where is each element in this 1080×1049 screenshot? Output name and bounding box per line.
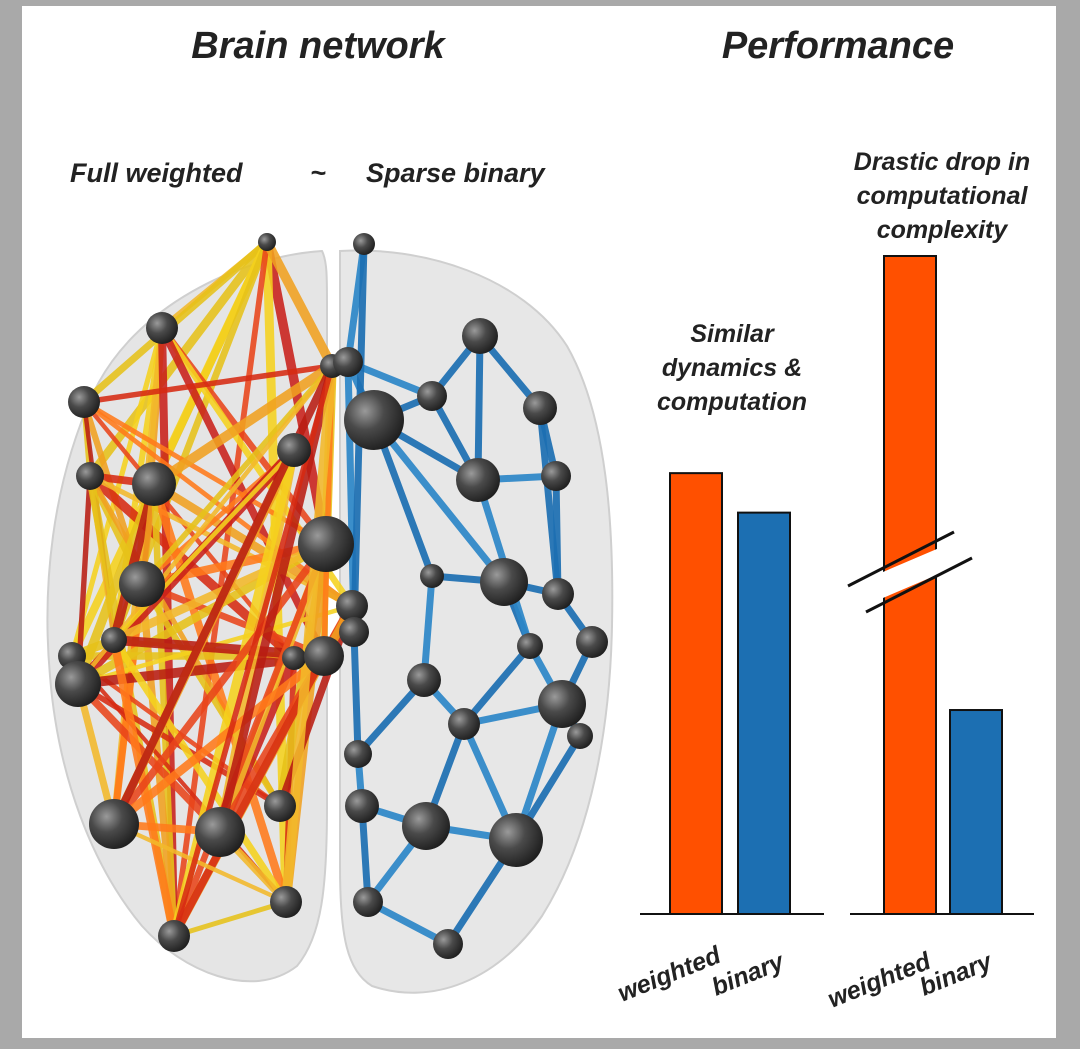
- binary-edge: [460, 642, 534, 728]
- network-node: [344, 740, 372, 768]
- network-node: [89, 799, 139, 849]
- weighted-edge: [276, 602, 356, 810]
- bar-binary-similar: [737, 511, 791, 915]
- weighted-edge: [81, 363, 335, 405]
- network-node: [333, 347, 363, 377]
- network-node: [345, 789, 379, 823]
- weighted-edge: [110, 540, 330, 828]
- weighted-edge: [111, 447, 297, 643]
- network-node: [538, 680, 586, 728]
- network-node: [420, 564, 444, 588]
- bar-binary-drastic: [949, 709, 1003, 916]
- annotation-similar-line2: dynamics &: [662, 354, 802, 382]
- weighted-edge: [262, 237, 337, 371]
- panel-similar: Similar dynamics & computation weighted …: [614, 320, 824, 1008]
- brain-network-title: Brain network: [191, 25, 446, 67]
- annotation-similar-line3: computation: [657, 388, 807, 416]
- network-node: [402, 802, 450, 850]
- weighted-edge: [109, 651, 329, 829]
- similarity-tilde: ~: [310, 158, 326, 188]
- performance-chart: Similar dynamics & computation weighted …: [614, 148, 1034, 1014]
- network-node: [523, 391, 557, 425]
- network-node: [456, 458, 500, 502]
- network-node: [132, 462, 176, 506]
- network-node: [101, 627, 127, 653]
- network-node: [433, 929, 463, 959]
- network-node: [339, 617, 369, 647]
- annotation-drastic-line2: computational: [857, 182, 1029, 210]
- bar-weighted-similar: [669, 472, 723, 915]
- binary-edge: [474, 332, 484, 484]
- network-node: [304, 636, 344, 676]
- network-node: [480, 558, 528, 606]
- network-node: [541, 461, 571, 491]
- figure-frame: Brain network Performance Full weighted …: [22, 6, 1056, 1038]
- weighted-edge: [81, 399, 329, 547]
- weighted-edge: [170, 540, 330, 940]
- network-node: [567, 723, 593, 749]
- network-node: [517, 633, 543, 659]
- network-node: [417, 381, 447, 411]
- binary-edge: [364, 898, 452, 948]
- network-node: [76, 462, 104, 490]
- network-node: [146, 312, 178, 344]
- network-node: [119, 561, 165, 607]
- network-node: [264, 790, 296, 822]
- brain-network-illustration: [46, 233, 614, 994]
- network-nodes: [55, 233, 608, 959]
- weighted-edge: [110, 636, 290, 906]
- network-node: [277, 433, 311, 467]
- network-node: [344, 390, 404, 450]
- network-node: [298, 516, 354, 572]
- full-weighted-label: Full weighted: [70, 158, 243, 188]
- panel-drastic: Drastic drop in computational complexity…: [824, 148, 1034, 1014]
- axis-break: [847, 530, 973, 614]
- network-node: [542, 578, 574, 610]
- weighted-edge: [109, 479, 159, 645]
- network-node: [68, 386, 100, 418]
- binary-edge: [370, 416, 508, 586]
- network-node: [353, 887, 383, 917]
- annotation-drastic-line3: complexity: [877, 216, 1009, 244]
- network-node: [576, 626, 608, 658]
- network-node: [158, 920, 190, 952]
- network-node: [258, 233, 276, 251]
- performance-title: Performance: [722, 25, 954, 67]
- tick-weighted-similar: weighted: [614, 941, 726, 1008]
- network-node: [270, 886, 302, 918]
- binary-edge: [552, 472, 562, 598]
- network-node: [489, 813, 543, 867]
- network-node: [448, 708, 480, 740]
- weighted-edge: [149, 361, 337, 489]
- binary-edge: [420, 572, 436, 684]
- weighted-edge: [171, 899, 289, 939]
- weighted-edge: [111, 821, 289, 905]
- network-node: [336, 590, 368, 622]
- sparse-binary-label: Sparse binary: [366, 158, 547, 188]
- figure-canvas: Brain network Performance Full weighted …: [46, 25, 1034, 1014]
- network-node: [195, 807, 245, 857]
- binary-edge: [350, 628, 362, 758]
- network-node: [282, 646, 306, 670]
- network-node: [407, 663, 441, 697]
- network-node: [462, 318, 498, 354]
- network-node: [353, 233, 375, 255]
- annotation-similar-line1: Similar: [690, 320, 775, 348]
- tick-binary-drastic: binary: [916, 947, 997, 1001]
- annotation-drastic-line1: Drastic drop in: [854, 148, 1030, 176]
- network-node: [55, 661, 101, 707]
